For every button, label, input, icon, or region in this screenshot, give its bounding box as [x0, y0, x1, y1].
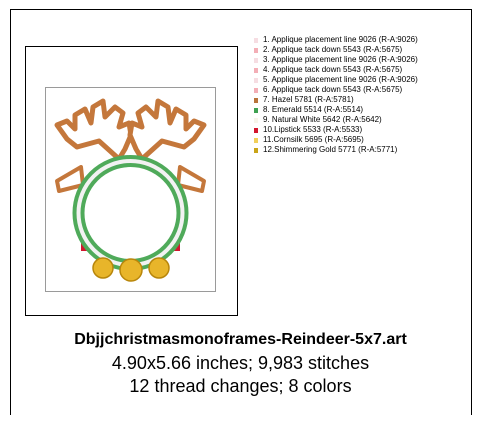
thread-label: 1. Applique placement line 9026 (R-A:902…: [263, 35, 418, 44]
thread-item: 11.Cornsilk 5695 (R-A:5695): [254, 135, 474, 145]
thread-label: 8. Emerald 5514 (R-A:5514): [263, 105, 364, 114]
bell-center: [119, 258, 143, 282]
design-dimensions: 4.90x5.66 inches; 9,983 stitches: [111, 353, 370, 373]
bell-right: [148, 257, 170, 279]
thread-item: 2. Applique tack down 5543 (R-A:5675): [254, 45, 474, 55]
thread-label: 11.Cornsilk 5695 (R-A:5695): [263, 135, 364, 144]
thread-item: 12.Shimmering Gold 5771 (R-A:5771): [254, 145, 474, 155]
thread-label: 6. Applique tack down 5543 (R-A:5675): [263, 85, 403, 94]
thread-item: 10.Lipstick 5533 (R-A:5533): [254, 125, 474, 135]
thread-color-swatch: [254, 47, 258, 53]
right-ear: [176, 165, 206, 193]
thread-color-swatch: [254, 147, 258, 153]
thread-color-swatch: [254, 87, 258, 93]
thread-color-swatch: [254, 117, 258, 123]
thread-item: 8. Emerald 5514 (R-A:5514): [254, 105, 474, 115]
thread-label: 7. Hazel 5781 (R-A:5781): [263, 95, 354, 104]
thread-item: 6. Applique tack down 5543 (R-A:5675): [254, 85, 474, 95]
thread-color-swatch: [254, 137, 258, 143]
thread-label: 4. Applique tack down 5543 (R-A:5675): [263, 65, 403, 74]
thread-item: 5. Applique placement line 9026 (R-A:902…: [254, 75, 474, 85]
jingle-bells: [92, 257, 170, 282]
thread-label: 3. Applique placement line 9026 (R-A:902…: [263, 55, 418, 64]
reindeer-antlers: [54, 98, 207, 193]
thread-item: 9. Natural White 5642 (R-A:5642): [254, 115, 474, 125]
right-antler: [127, 98, 207, 162]
left-antler: [54, 98, 134, 162]
thread-label: 9. Natural White 5642 (R-A:5642): [263, 115, 382, 124]
thread-summary: 12 thread changes; 8 colors: [129, 376, 352, 396]
thread-label: 10.Lipstick 5533 (R-A:5533): [263, 125, 363, 134]
thread-label: 5. Applique placement line 9026 (R-A:902…: [263, 75, 418, 84]
thread-color-swatch: [254, 107, 258, 113]
thread-item: 3. Applique placement line 9026 (R-A:902…: [254, 55, 474, 65]
bell-left: [92, 257, 114, 279]
thread-color-swatch: [254, 57, 258, 63]
thread-label: 2. Applique tack down 5543 (R-A:5675): [263, 45, 403, 54]
thread-color-swatch: [254, 37, 258, 43]
thread-item: 7. Hazel 5781 (R-A:5781): [254, 95, 474, 105]
thread-color-swatch: [254, 97, 258, 103]
thread-label: 12.Shimmering Gold 5771 (R-A:5771): [263, 145, 398, 154]
embroidery-design-preview: [54, 98, 207, 282]
thread-color-swatch: [254, 67, 258, 73]
design-file-name: Dbjjchristmasmonoframes-Reindeer-5x7.art: [74, 331, 407, 348]
left-ear: [55, 165, 85, 193]
thread-color-swatch: [254, 127, 258, 133]
thread-color-list: 1. Applique placement line 9026 (R-A:902…: [254, 35, 474, 155]
thread-color-swatch: [254, 77, 258, 83]
monogram-ring-inner: [80, 163, 181, 263]
thread-item: 1. Applique placement line 9026 (R-A:902…: [254, 35, 474, 45]
thread-item: 4. Applique tack down 5543 (R-A:5675): [254, 65, 474, 75]
